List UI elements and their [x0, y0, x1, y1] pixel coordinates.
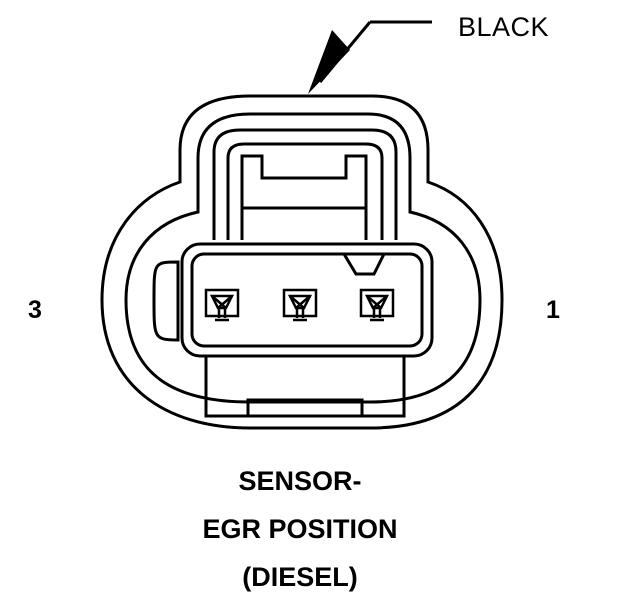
terminal-cavity — [359, 288, 395, 322]
wire-color-label: BLACK — [458, 12, 550, 42]
caption-line-1: SENSOR- — [238, 466, 362, 496]
leader-arrow — [308, 20, 432, 94]
connector-housing-outer — [100, 94, 504, 430]
terminal-cavities — [204, 288, 395, 322]
locking-tab — [212, 128, 398, 240]
caption-line-3: (DIESEL) — [242, 562, 358, 592]
terminal-block — [152, 242, 434, 418]
pin-1-label: 1 — [546, 296, 560, 324]
caption-line-2: EGR POSITION — [202, 514, 398, 544]
terminal-cavity — [282, 288, 318, 322]
pin-3-label: 3 — [28, 296, 42, 324]
terminal-cavity — [204, 288, 240, 322]
connector-housing-inner — [124, 112, 482, 404]
